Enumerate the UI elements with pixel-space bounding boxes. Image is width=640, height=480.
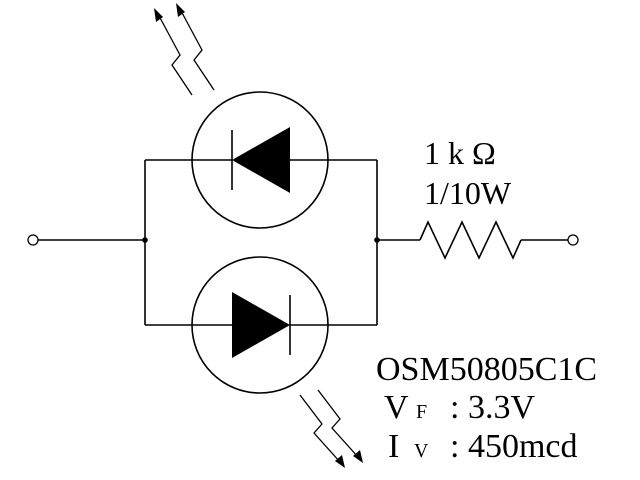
top-led-symbol [191,91,329,229]
bottom-led-body [191,256,329,394]
iv-label: I [388,428,399,465]
iv-symbol: I [388,428,399,465]
vf-subscript: F [416,401,427,423]
top-led-light-arrows-icon [154,3,215,96]
resistor-symbol [419,220,522,260]
bottom-led-anode-triangle [232,292,290,358]
resistor-power-label: 1/10W [424,175,512,211]
vf-value: : 3.3V [450,389,535,426]
bottom-led-symbol [191,256,329,394]
vf-symbol: V [384,389,409,426]
led-part-number: OSM50805C1C [376,351,597,388]
input-terminal [27,234,39,246]
iv-subscript: V [414,440,429,462]
resistor-value-label: 1 k Ω [424,135,496,171]
vf-label: V [384,389,409,426]
bottom-led-light-arrows-icon [299,389,363,468]
output-terminal [567,234,579,246]
top-led-anode-triangle [232,127,290,193]
iv-value: : 450mcd [450,428,577,465]
top-led-body [191,91,329,229]
